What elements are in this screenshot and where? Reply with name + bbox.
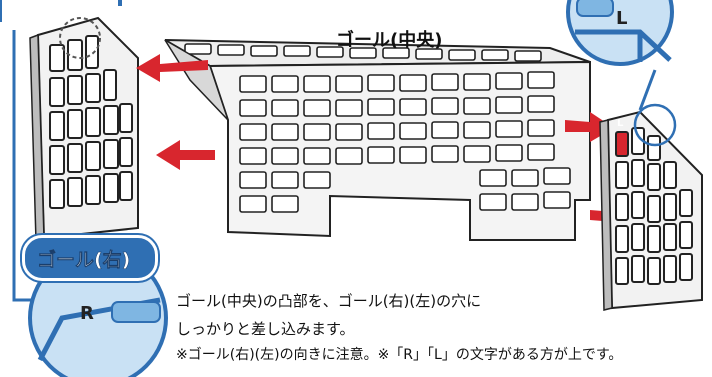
right-goal-badge: ゴール(右) bbox=[22, 235, 158, 281]
goal-right-panel bbox=[29, 16, 139, 243]
instruction-note: ※ゴール(右)(左)の向きに注意。※「R」「L」の文字がある方が上です。 bbox=[176, 347, 623, 363]
right-goal-badge-label: ゴール(右) bbox=[37, 249, 131, 272]
goal-left-panel bbox=[599, 103, 703, 311]
magnifier-circle-icon-top-right bbox=[566, 0, 674, 66]
goal-center-piece bbox=[164, 39, 591, 241]
dashed-focus-circle bbox=[59, 17, 101, 59]
arrow-left-icon bbox=[156, 140, 215, 170]
instruction-line-1: ゴール(中央)の凸部を、ゴール(右)(左)の穴に bbox=[176, 292, 482, 310]
center-goal-title: ゴール(中央) bbox=[336, 30, 443, 51]
l-mark-small-label: L bbox=[617, 118, 624, 129]
instruction-line-2: しっかりと差し込みます。 bbox=[176, 320, 355, 338]
l-mark-label: L bbox=[616, 8, 628, 29]
r-mark-label: R bbox=[80, 303, 94, 324]
focus-circle-right bbox=[633, 103, 677, 147]
arrow-left-icon bbox=[136, 54, 208, 82]
arrow-left-icons bbox=[136, 54, 215, 170]
corner-frame-top-left bbox=[0, 0, 122, 22]
